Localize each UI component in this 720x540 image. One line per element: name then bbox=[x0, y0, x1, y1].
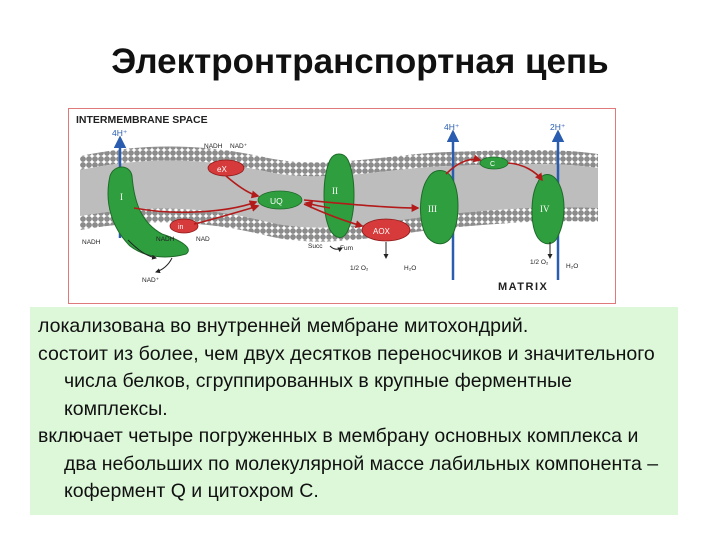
electron-path-in-to-uq bbox=[193, 204, 260, 225]
complex-iv-label: IV bbox=[540, 204, 550, 214]
succ-label: Succ bbox=[308, 243, 323, 250]
aox-label: AOX bbox=[373, 227, 391, 236]
complex-i-label: I bbox=[120, 192, 123, 202]
electron-transport-chain-diagram: INTERMEMBRANE SPACE MATRIX 4H⁺ 4H⁺ 2H⁺ I… bbox=[68, 108, 616, 304]
in-label: in bbox=[178, 224, 184, 231]
matrix-label: MATRIX bbox=[498, 281, 548, 293]
electron-path-c-to-complex-iv bbox=[507, 162, 543, 182]
nadh-left-arrow bbox=[127, 239, 157, 260]
membrane-top-heads bbox=[80, 146, 598, 177]
paragraph-complexes: включает четыре погруженных в мембрану о… bbox=[38, 425, 659, 502]
slide-title: Электронтранспортная цепь bbox=[111, 42, 609, 81]
nadh-left-label: NADH bbox=[82, 239, 101, 246]
internal-dehydrogenase-in bbox=[169, 218, 199, 234]
paragraph-composition: состоит из более, чем двух десятков пере… bbox=[38, 342, 655, 420]
o2-right-label: 1/2 O₂ bbox=[530, 259, 549, 266]
electron-path-complex-iii-to-c bbox=[445, 154, 482, 175]
nad-in-label: NAD bbox=[196, 236, 210, 243]
o2-mid-label: 1/2 O₂ bbox=[350, 265, 369, 272]
h2o-mid-label: H₂O bbox=[404, 265, 416, 272]
nad-top-label: NAD⁺ bbox=[230, 143, 248, 150]
complex-iv bbox=[531, 174, 565, 245]
nad-left-arrow bbox=[155, 257, 173, 274]
nad-left-label: NAD⁺ bbox=[142, 277, 160, 284]
complex-iii-label: III bbox=[428, 204, 437, 214]
complex-iii bbox=[420, 170, 459, 245]
nadh-top-label: NADH bbox=[204, 143, 223, 150]
proton-label-right: 2H⁺ bbox=[550, 122, 566, 132]
electron-path-ex-to-uq bbox=[225, 175, 260, 199]
c-label: C bbox=[490, 161, 495, 168]
electron-path-complex-ii-to-uq bbox=[304, 200, 331, 209]
electron-path-complex-i-to-uq bbox=[133, 200, 258, 214]
alternative-oxidase-aox bbox=[361, 218, 411, 242]
uq-label: UQ bbox=[270, 196, 283, 206]
intermembrane-space-label: INTERMEMBRANE SPACE bbox=[76, 114, 208, 126]
complex-ii-label: II bbox=[332, 186, 338, 196]
complex-i bbox=[107, 166, 189, 258]
succ-fum-arrow bbox=[329, 245, 343, 253]
ubiquinone-pool bbox=[257, 190, 303, 210]
nadh-in-label: NADH bbox=[156, 236, 175, 243]
description-panel: локализована во внутренней мембране мито… bbox=[30, 307, 678, 515]
proton-label-middle: 4H⁺ bbox=[444, 122, 460, 132]
h2o-right-label: H₂O bbox=[566, 263, 578, 270]
complex-ii bbox=[323, 153, 355, 238]
ex-label: eX bbox=[217, 165, 227, 174]
membrane-bottom-heads bbox=[80, 207, 598, 242]
paragraph-location: локализована во внутренней мембране мито… bbox=[38, 315, 529, 337]
proton-label-left: 4H⁺ bbox=[112, 128, 128, 138]
electron-path-uq-to-complex-iii bbox=[303, 199, 420, 212]
fum-label: Fum bbox=[340, 245, 353, 252]
electron-path-uq-to-aox bbox=[303, 203, 364, 229]
